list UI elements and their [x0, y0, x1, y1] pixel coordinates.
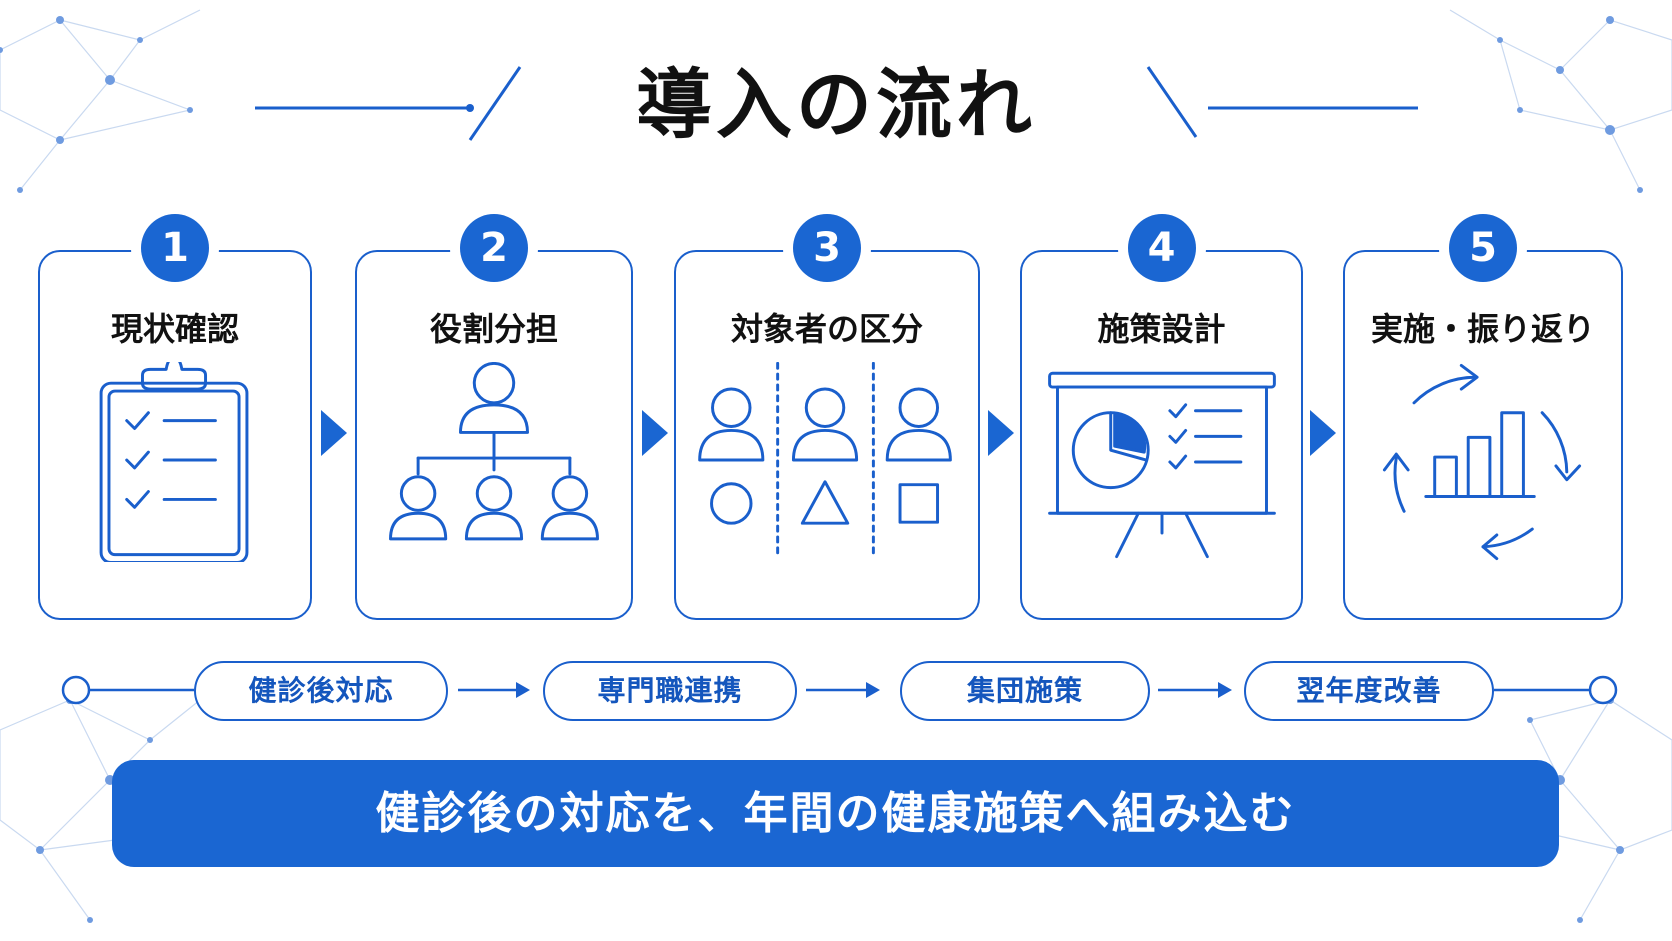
step-title: 役割分担: [429, 310, 558, 348]
flow-step-2: 専門職連携: [543, 661, 797, 721]
step-card-4: 4 施策設計: [1020, 214, 1303, 620]
arrow-right-icon: [1310, 410, 1336, 456]
flow-step-4: 翌年度改善: [1244, 661, 1494, 721]
summary-banner: 健診後の対応を、年間の健康施策へ組み込む: [112, 760, 1559, 867]
presentation-board-icon: [1048, 371, 1276, 559]
step-title: 施策設計: [1097, 310, 1226, 348]
step-card-2: 2 役割分担: [355, 214, 633, 620]
org-chart-icon: [389, 362, 599, 541]
flow-step-3: 集団施策: [900, 661, 1150, 721]
cycle-chart-icon: [1382, 363, 1582, 561]
step-title: 対象者の区分: [730, 310, 923, 348]
title-decoration: [255, 66, 1418, 141]
arrow-right-icon: [321, 410, 347, 456]
title-area: 導入の流れ: [0, 55, 1672, 155]
segmented-people-icon: [698, 362, 952, 558]
step-number-badge: 4: [1127, 214, 1196, 282]
page-title: 導入の流れ: [636, 60, 1036, 149]
clipboard-checklist-icon: [99, 362, 249, 562]
flow-step-1: 健診後対応: [194, 661, 448, 721]
arrow-right-icon: [642, 410, 668, 456]
step-number-badge: 5: [1449, 214, 1517, 282]
arrow-right-icon: [988, 410, 1014, 456]
step-card-5: 5 実施・振り返り: [1343, 214, 1623, 620]
step-number-badge: 1: [141, 214, 209, 282]
flow-connector: [61, 675, 1618, 705]
step-card-3: 3 対象者の区分: [674, 214, 980, 620]
step-title: 現状確認: [110, 310, 239, 348]
step-number-badge: 2: [460, 214, 528, 282]
step-number-badge: 3: [793, 214, 861, 282]
step-title: 実施・振り返り: [1370, 310, 1595, 348]
step-card-1: 1 現状確認: [38, 214, 312, 620]
